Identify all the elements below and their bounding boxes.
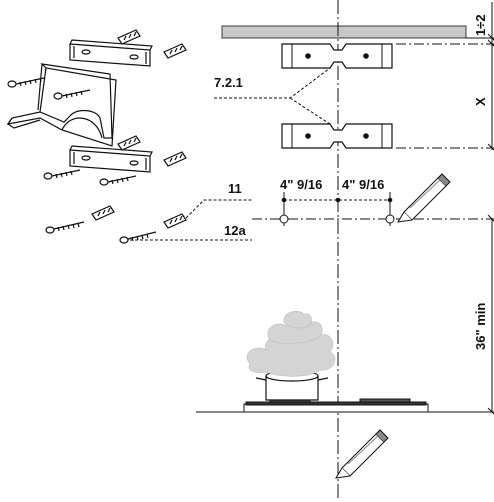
label-ref-screw-lower: 12a <box>224 223 246 238</box>
bracket-assembly-exploded <box>6 29 187 244</box>
hanger-bracket <box>6 63 117 147</box>
label-dim-ceiling-gap: 1÷2 <box>473 14 488 36</box>
label-hole-spacing-right: 4" 9/16 <box>342 177 385 192</box>
upper-wall-plate <box>69 39 153 67</box>
pencil-icon <box>397 173 451 223</box>
screw-11-left <box>45 221 85 234</box>
wall-plug-11-left <box>91 205 115 221</box>
wall-plug-lower-left <box>117 135 141 151</box>
screw-left-bottom-2 <box>99 175 137 186</box>
pencil-icon <box>335 429 389 479</box>
mounting-bracket-upper <box>281 43 393 69</box>
wall-plug-upper-left <box>117 29 141 45</box>
label-ref-bracket: 7.2.1 <box>214 75 243 90</box>
hole-spacing-dimension <box>281 192 393 226</box>
screw-12a <box>119 231 157 244</box>
drill-hole-marks <box>252 214 494 224</box>
label-dim-bracket-gap: X <box>473 97 488 106</box>
cooktop-icon <box>243 398 429 413</box>
mounting-bracket-lower <box>281 123 393 149</box>
steam <box>246 310 336 377</box>
wall-plug-lower-right <box>163 151 187 167</box>
dimension-right-vertical <box>396 2 494 151</box>
leader-line-7-2-1 <box>214 67 331 125</box>
wall-plug-upper-right <box>163 43 187 59</box>
label-ref-screw-upper: 11 <box>228 181 242 196</box>
wall-plug-11-right <box>163 213 187 229</box>
min-height-dimension <box>487 214 494 415</box>
ceiling <box>221 25 467 39</box>
screw-left-bottom-1 <box>43 169 81 180</box>
screw-left-top <box>7 77 45 88</box>
label-hole-spacing-left: 4" 9/16 <box>280 177 323 192</box>
label-dim-min-height: 36" min <box>473 302 488 350</box>
leader-lines-11-12a <box>130 199 252 241</box>
screw-left-mid <box>53 89 91 100</box>
lower-wall-plate <box>69 145 153 173</box>
